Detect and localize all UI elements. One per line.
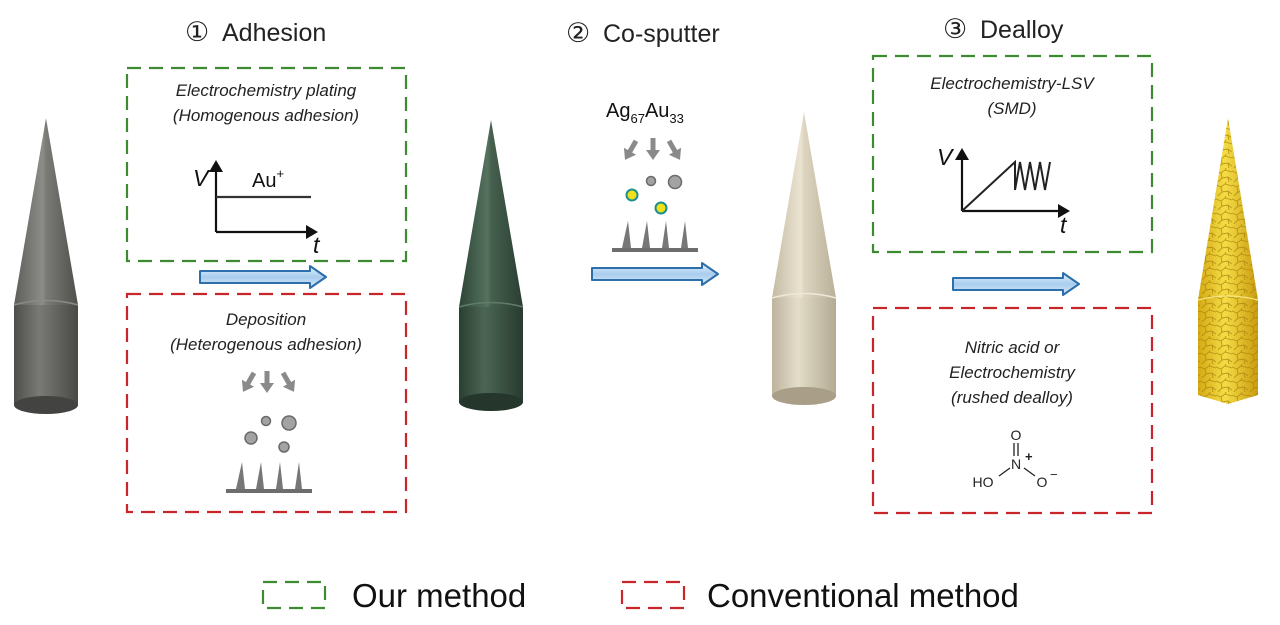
dealloy-conventional-line2: Electrochemistry bbox=[949, 363, 1076, 382]
step-3-title: Dealloy bbox=[980, 16, 1064, 44]
nitric-o-right: O bbox=[1037, 474, 1048, 490]
adhesion-conventional-line2: (Heterogenous adhesion) bbox=[170, 335, 362, 354]
step-2-title: Co-sputter bbox=[603, 20, 720, 48]
step-2-number: ② bbox=[566, 18, 590, 48]
nitric-o-top: O bbox=[1011, 427, 1022, 443]
nitric-ho: HO bbox=[973, 474, 994, 490]
constant-potential-graph: V t Au+ bbox=[193, 160, 321, 258]
dealloy-conventional-line3: (rushed dealloy) bbox=[951, 388, 1073, 407]
needle-grey bbox=[13, 118, 79, 414]
legend: Our method Conventional method bbox=[261, 577, 1019, 614]
dealloy-conventional-box: Nitric acid or Electrochemistry (rushed … bbox=[871, 306, 1154, 515]
sputter-arrows bbox=[623, 138, 682, 160]
step-3-number: ③ bbox=[943, 14, 967, 44]
nitric-acid-structure: O N + HO O − bbox=[973, 427, 1058, 490]
legend-our-method-swatch bbox=[261, 580, 327, 610]
adhesion-arrow bbox=[199, 265, 327, 289]
plating-graph-v-label: V bbox=[193, 165, 211, 191]
cosputter-graphic: Ag67Au33 bbox=[606, 100, 698, 252]
nitric-n: N bbox=[1011, 456, 1021, 472]
adhesion-conventional-line1: Deposition bbox=[226, 310, 306, 329]
adhesion-conventional-box: Deposition (Heterogenous adhesion) bbox=[125, 292, 408, 514]
nitric-n-charge: + bbox=[1025, 449, 1033, 464]
step-1-number: ① bbox=[185, 17, 209, 47]
lsv-graph: V t bbox=[937, 144, 1070, 238]
adhesion-our-method-line1: Electrochemistry plating bbox=[176, 81, 357, 100]
gold-ion-label: Au+ bbox=[252, 166, 284, 192]
step-1-title: Adhesion bbox=[222, 19, 326, 47]
needle-gold bbox=[1197, 118, 1259, 404]
adhesion-our-method-box: Electrochemistry plating (Homogenous adh… bbox=[125, 66, 408, 263]
deposition-arrows bbox=[241, 371, 296, 393]
cosputter-arrow bbox=[591, 262, 719, 286]
lsv-graph-t-label: t bbox=[1060, 212, 1068, 238]
plating-graph-t-label: t bbox=[313, 232, 321, 258]
dealloy-conventional-line1: Nitric acid or bbox=[965, 338, 1061, 357]
needle-beige bbox=[771, 112, 837, 405]
legend-our-method-label: Our method bbox=[352, 577, 526, 614]
sputter-particles bbox=[625, 174, 683, 215]
adhesion-our-method-line2: (Homogenous adhesion) bbox=[173, 106, 359, 125]
lsv-graph-v-label: V bbox=[937, 144, 955, 170]
sputter-substrate bbox=[612, 221, 698, 252]
grey-particles bbox=[244, 415, 297, 453]
nitric-o-charge: − bbox=[1050, 467, 1058, 482]
dealloy-our-method-box: Electrochemistry-LSV (SMD) V t bbox=[871, 54, 1154, 254]
needle-green bbox=[458, 120, 524, 411]
spiky-substrate bbox=[226, 462, 312, 493]
alloy-formula: Ag67Au33 bbox=[606, 100, 684, 126]
dealloy-our-method-line2: (SMD) bbox=[987, 99, 1036, 118]
legend-conventional-swatch bbox=[620, 580, 686, 610]
dealloy-arrow bbox=[952, 272, 1080, 296]
legend-conventional-label: Conventional method bbox=[707, 577, 1019, 614]
dealloy-our-method-line1: Electrochemistry-LSV bbox=[930, 74, 1095, 93]
